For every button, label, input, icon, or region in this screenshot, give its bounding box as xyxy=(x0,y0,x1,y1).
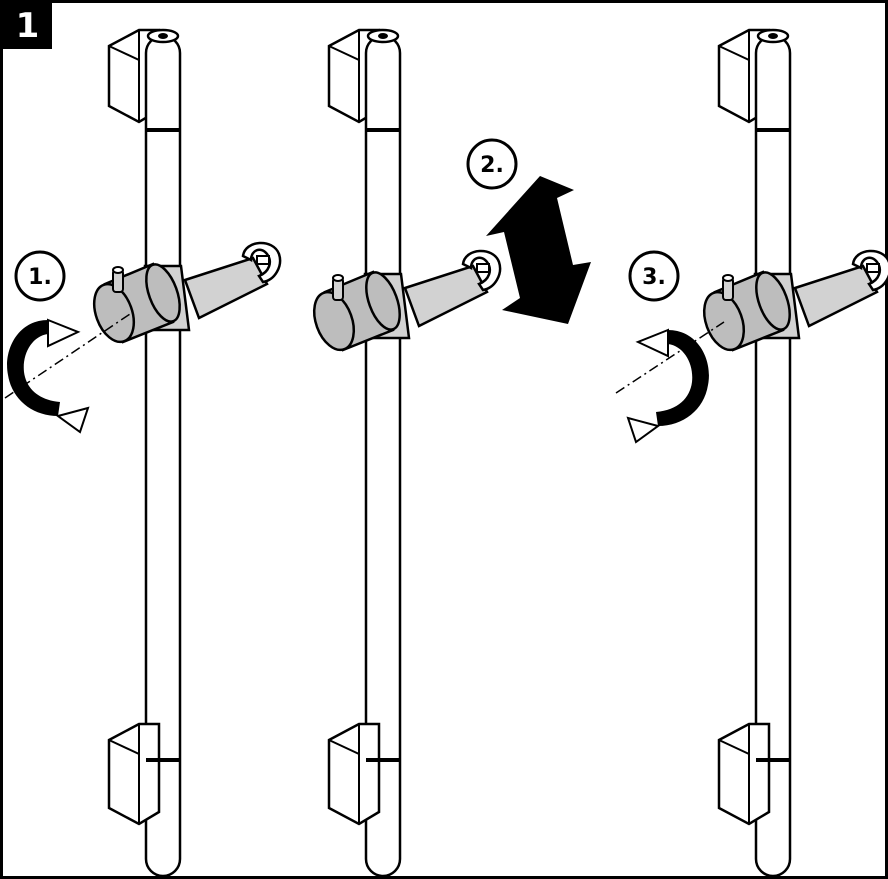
rotate-arrow-3 xyxy=(627,329,710,443)
figure-number: 1 xyxy=(3,3,52,49)
step-label-3: 3. xyxy=(642,265,666,290)
holder-2 xyxy=(305,249,502,357)
up-down-arrow xyxy=(486,176,591,324)
step-badge-1: 1. xyxy=(14,250,66,302)
step-badge-2: 2. xyxy=(466,138,518,190)
rotation-axis-3 xyxy=(615,321,725,394)
holder-1 xyxy=(85,241,282,349)
holder-3 xyxy=(695,249,888,357)
step-label-2: 2. xyxy=(480,153,504,178)
rail-3 xyxy=(717,28,792,878)
rail-1 xyxy=(107,28,182,878)
rail-2 xyxy=(327,28,402,878)
step-badge-3: 3. xyxy=(628,250,680,302)
rotate-arrow-1 xyxy=(6,319,89,433)
step-label-1: 1. xyxy=(28,265,52,290)
